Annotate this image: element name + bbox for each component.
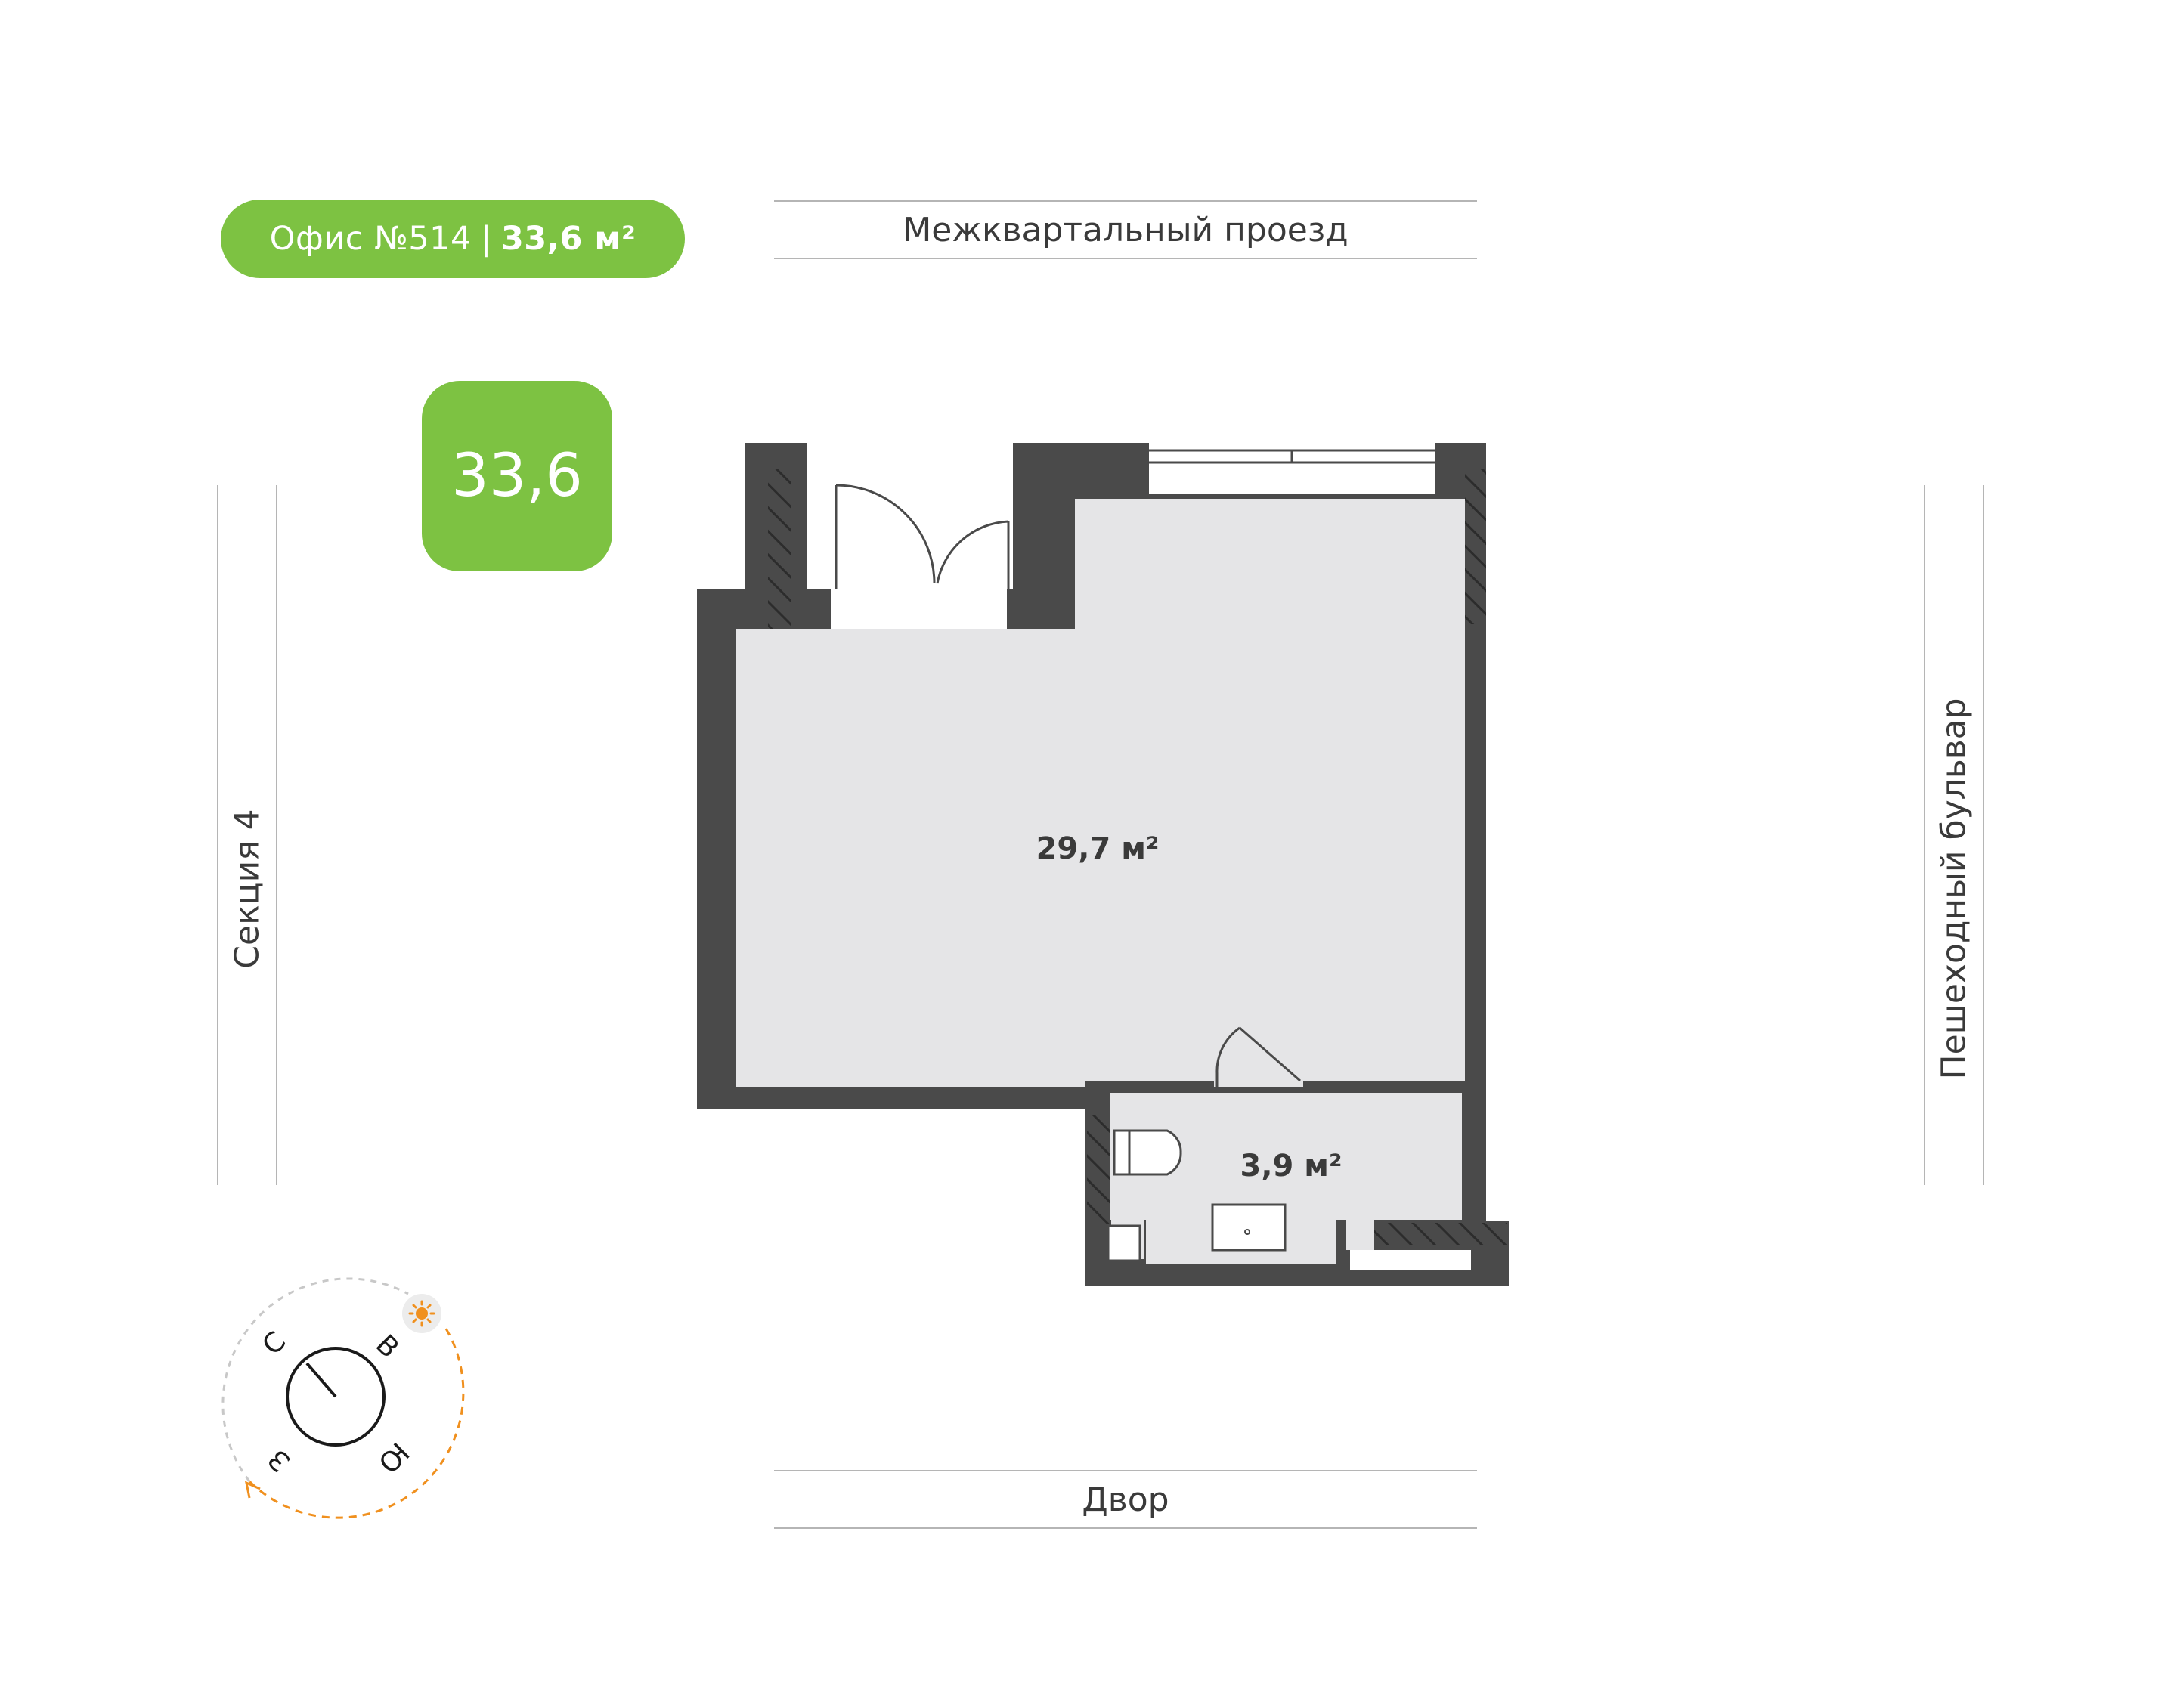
title-separator: |: [480, 220, 492, 258]
street-line-right-1: [1924, 485, 1925, 1185]
compass-needle: [305, 1362, 337, 1398]
bathroom-door: [1215, 1026, 1301, 1093]
sink: [1211, 1203, 1287, 1252]
street-label-bottom: Двор: [1082, 1480, 1169, 1519]
sun-orbit-gray: [221, 1277, 409, 1482]
street-line-right-2: [1983, 485, 1984, 1185]
street-line-top-2: [774, 258, 1477, 259]
street-line-left-2: [276, 485, 277, 1185]
street-line-left-1: [217, 485, 218, 1185]
sun-icon: [402, 1294, 441, 1333]
top-window: [1149, 443, 1435, 494]
partition-wall-left: [1085, 1081, 1214, 1093]
street-line-bottom-2: [774, 1527, 1477, 1529]
office-total-area: 33,6 м²: [500, 220, 636, 258]
office-number: Офис №514: [269, 220, 472, 258]
hatched-wall-bottom-right: [1373, 1223, 1507, 1245]
area-badge: 33,6: [422, 381, 612, 571]
street-label-top: Межквартальный проезд: [903, 210, 1349, 249]
compass-north: С: [256, 1326, 292, 1361]
street-line-bottom-1: [774, 1470, 1477, 1471]
main-room-floor: [736, 499, 1465, 1087]
entrance-door: [835, 484, 1010, 589]
room-label-bathroom: 3,9 м²: [1240, 1149, 1342, 1184]
compass-east: В: [370, 1329, 404, 1364]
sun-path-arrowhead: [244, 1481, 261, 1499]
toilet: [1113, 1129, 1182, 1176]
compass-south: Ю: [372, 1436, 414, 1478]
hatched-column-bath-left: [1087, 1115, 1110, 1224]
sun-path-orange: [248, 1328, 465, 1519]
hatched-column-right: [1465, 469, 1486, 624]
entrance-opening: [831, 443, 1007, 629]
street-line-top-1: [774, 200, 1477, 202]
room-label-main: 29,7 м²: [1036, 831, 1160, 866]
office-title-pill: Офис №514 | 33,6 м²: [221, 200, 685, 278]
compass-west: З: [262, 1443, 296, 1477]
partition-wall-right: [1303, 1081, 1466, 1093]
hatched-column-left: [768, 469, 791, 629]
compass: С В Ю З: [221, 1277, 465, 1519]
